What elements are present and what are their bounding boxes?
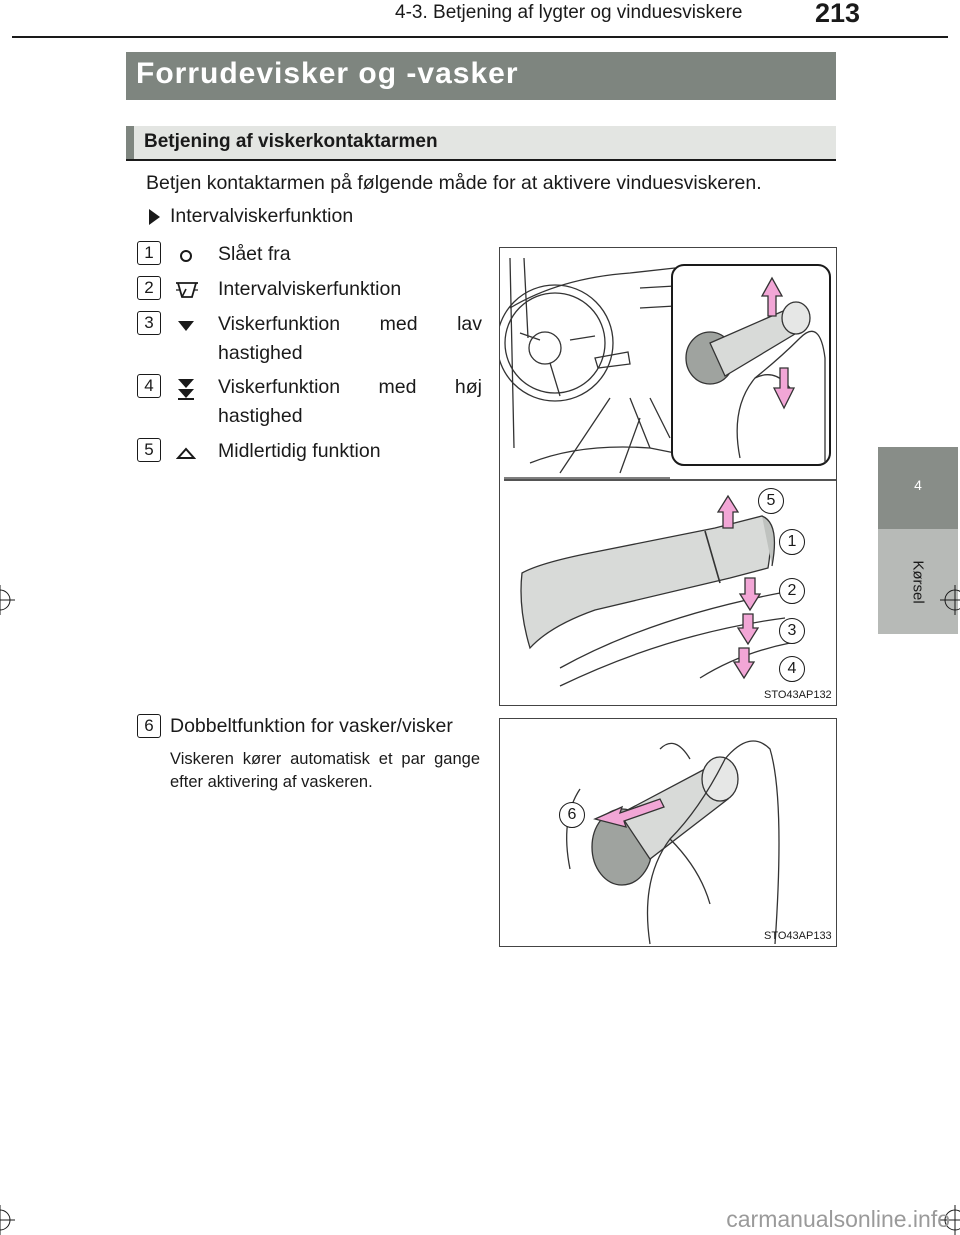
low-speed-arrow-icon [178,321,194,331]
bullet-arrow-icon [149,209,160,225]
item-label-3-line2: hastighed [218,342,303,364]
dashboard-and-lever-illustration [496,257,836,687]
page-number: 213 [815,0,861,28]
section-title: 4-3. Betjening af lygter og vinduesviske… [395,2,743,23]
item-6-note: Viskeren kører automatisk et par gange e… [170,750,480,791]
crop-mark-icon [0,585,15,615]
subheading: Betjening af viskerkontaktarmen [144,131,438,152]
off-circle-icon [180,250,192,262]
chapter-tab-label: Kørsel [878,529,958,634]
figure-callout-2: 2 [779,578,805,604]
chapter-tab-number: 4 [878,447,958,529]
figure-code-2: STO43AP133 [764,930,832,942]
watermark: carmanualsonline.info [726,1206,950,1232]
high-speed-double-arrow-icon [178,379,194,400]
bullet-text: Intervalviskerfunktion [170,205,354,227]
washer-lever-illustration [566,740,780,945]
item-label-4-line2: hastighed [218,405,303,427]
intermittent-wiper-icon [176,282,198,298]
item-number-2: 2 [137,276,161,300]
item-number-1: 1 [137,241,161,265]
item-number-5: 5 [137,438,161,462]
item-label-2: Intervalviskerfunktion [218,278,402,300]
item-label-5: Midlertidig funktion [218,440,381,462]
title-banner: Forrudevisker og -vasker [126,52,836,100]
page-title: Forrudevisker og -vasker [136,57,519,90]
header-rule [12,36,948,38]
figure-callout-5: 5 [758,488,784,514]
item-number-3: 3 [137,311,161,335]
item-label-3-line1: Viskerfunktion med lav [218,313,482,335]
crop-mark-icon [940,1205,960,1235]
mist-chevron-icon [176,447,196,459]
item-label-6: Dobbeltfunktion for vasker/visker [170,715,453,737]
figure-callout-3: 3 [779,618,805,644]
subheading-bar [126,126,134,159]
figure-callout-1: 1 [779,529,805,555]
item-number-4: 4 [137,374,161,398]
wiper-lever-figure: 5 1 2 3 4 STO43AP132 [496,247,837,706]
figure-callout-6: 6 [559,802,585,828]
chapter-number: 4 [914,477,922,493]
intro-text: Betjen kontaktarmen på følgende måde for… [146,172,762,194]
figure-code: STO43AP132 [764,689,832,701]
figure-callout-4: 4 [779,656,805,682]
subheading-box: Betjening af viskerkontaktarmen [126,126,836,161]
item-number-6: 6 [137,714,161,738]
crop-mark-icon [0,1205,15,1235]
item-label-4-line1: Viskerfunktion med høj [218,376,482,398]
chapter-label: Kørsel [909,559,927,604]
item-label-1: Slået fra [218,243,291,265]
washer-figure: 6 STO43AP133 [499,718,837,947]
crop-mark-icon [940,585,960,615]
